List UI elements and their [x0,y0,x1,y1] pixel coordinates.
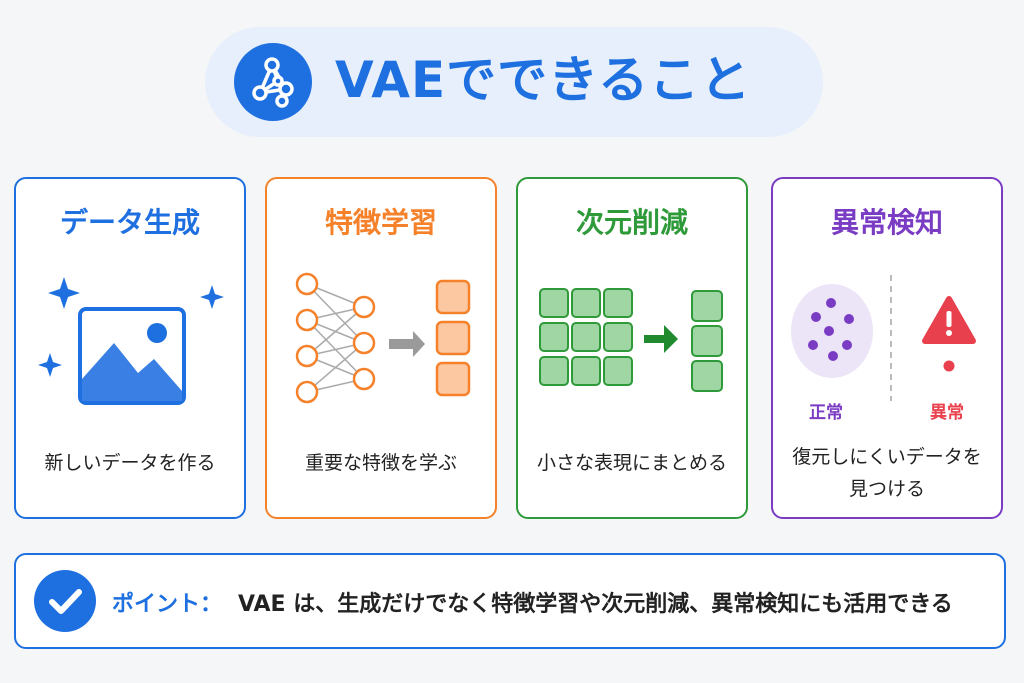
card-data-generation: データ生成 新しいデータを作る [14,177,246,519]
check-icon [34,570,96,632]
card-title: データ生成 [59,206,200,239]
card-description-line2: 見つける [848,478,925,500]
normal-label: 正常 [809,403,843,423]
card-description: 重要な特徴を学ぶ [304,452,457,474]
card-description: 復元しにくいデータを 見つける [779,441,995,505]
card-feature-learning: 特徴学習 重要な特徴を学ぶ [265,177,497,519]
card-description-line1: 復元しにくいデータを [792,446,982,468]
card-title: 次元削減 [575,206,688,239]
card-anomaly-detection: 異常検知 正常 異常 復元しにくいデータを 見つける [771,177,1003,519]
point-label: ポイント： [112,592,223,617]
page-title: VAEでできること [335,51,752,109]
point-text: VAE は、生成だけでなく特徴学習や次元削減、異常検知にも活用できる [238,592,953,617]
grid-reduce-icon [539,288,723,392]
network-icon [234,43,312,121]
card-description: 小さな表現にまとめる [536,452,727,474]
abnormal-label: 異常 [930,403,964,423]
anomaly-icon [791,275,976,401]
image-sparkle-icon [38,277,224,405]
card-description: 新しいデータを作る [44,452,216,474]
card-title: 異常検知 [830,206,943,239]
point-banner [14,553,1006,649]
card-dimensionality-reduction: 次元削減 小さな表現にまとめる [516,177,748,519]
card-title: 特徴学習 [324,206,437,239]
neural-network-icon [295,272,471,404]
